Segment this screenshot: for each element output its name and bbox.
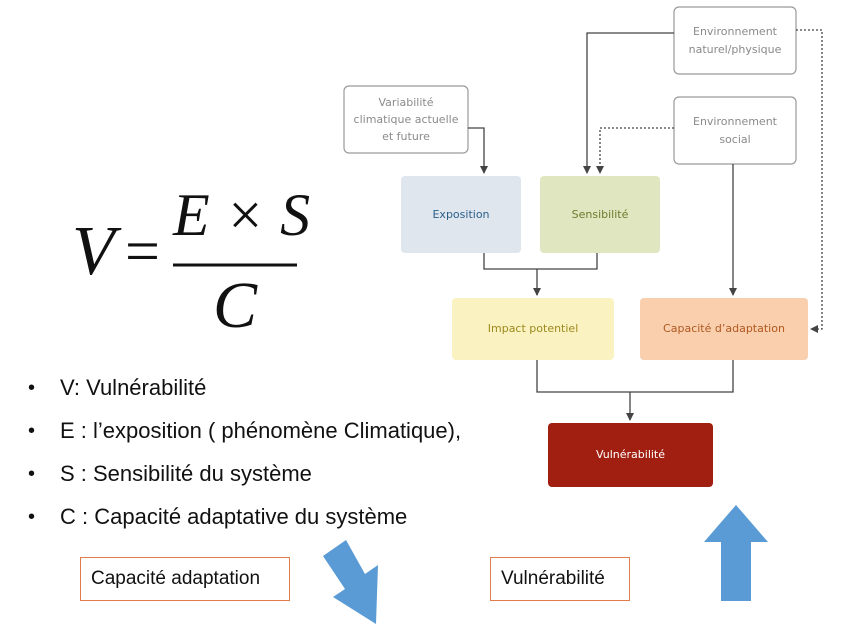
blue-up-arrow (704, 505, 768, 601)
box-variabilite (343, 85, 469, 154)
box-env-naturel (673, 6, 797, 75)
box-sensibilite (540, 176, 660, 253)
arrow-naturel-sensibilite (583, 32, 674, 174)
formula-numerator: E × S (173, 182, 311, 248)
label-env-social: Environnement social (693, 115, 777, 146)
arrow-naturel-capacite (796, 29, 823, 333)
formula-equals: = (125, 218, 160, 286)
bullet-e: E : l’exposition ( phénomène Climatique)… (28, 415, 461, 458)
connector-expo-sensi-impact (483, 253, 598, 295)
box-capacite (640, 298, 808, 360)
box-env-social (673, 96, 797, 165)
label-exposition: Exposition (432, 207, 490, 221)
label-sensibilite: Sensibilité (571, 207, 629, 221)
bullet-c: C : Capacité adaptative du système (28, 501, 461, 544)
formula-lhs: V (72, 213, 115, 290)
label-variabilite: Variabilité climatique actuelle et futur… (353, 95, 459, 144)
arrow-social-sensibilite (596, 127, 674, 174)
bullet-v: V: Vulnérabilité (28, 372, 461, 415)
box-impact (452, 298, 614, 360)
label-env-naturel: Environnement naturel/physique (688, 25, 782, 56)
bullet-s: S : Sensibilité du système (28, 458, 461, 501)
arrow-variabilite-exposition (468, 127, 488, 174)
blue-down-arrow (323, 540, 378, 624)
label-capacite: Capacité d’adaptation (663, 322, 785, 336)
definitions-list: V: Vulnérabilité E : l’exposition ( phén… (28, 372, 461, 544)
box-vulnerabilite (548, 423, 713, 487)
label-impact: Impact potentiel (487, 322, 579, 336)
label-capacite-adaptation: Capacité adaptation (80, 557, 290, 601)
label-vulnerabilite-node: Vulnérabilité (595, 448, 666, 462)
formula-denominator: C (212, 269, 258, 342)
connector-impact-capacite-vuln (536, 360, 734, 420)
label-vulnerabilite: Vulnérabilité (490, 557, 630, 601)
box-exposition (401, 176, 521, 253)
